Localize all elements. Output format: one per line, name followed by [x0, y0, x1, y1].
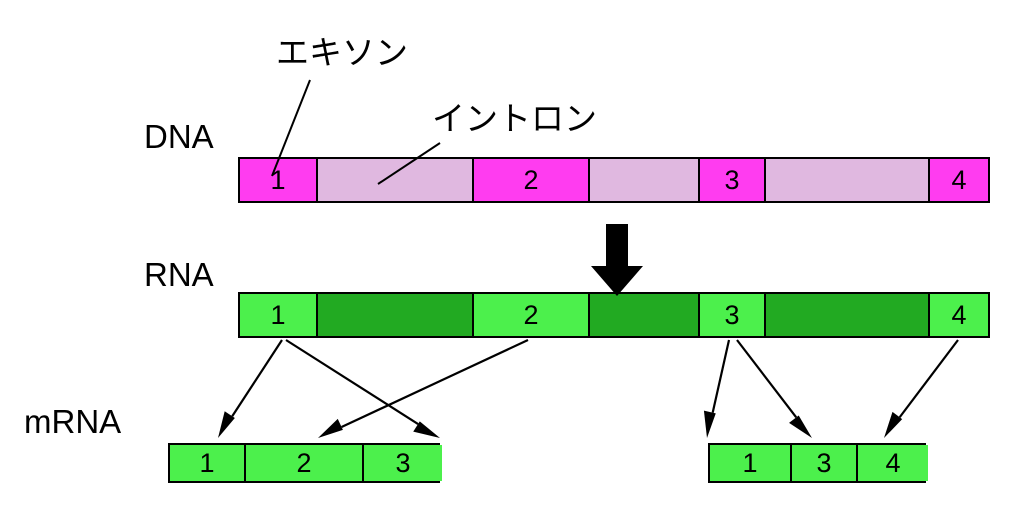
rna-segment-label: 1 [270, 299, 286, 330]
splice-rna4-to-right4 [884, 339, 959, 438]
dna-segment-intron-3 [590, 159, 700, 201]
splice-rna1-to-left1 [218, 339, 283, 438]
rna-segment-intron-5 [766, 294, 930, 336]
rna-segment-label: 2 [523, 299, 539, 330]
dna-segment-4: 4 [930, 159, 988, 201]
mrna-left-segment-1: 1 [170, 445, 246, 481]
dna-segment-intron-5 [766, 159, 930, 201]
mrna-right-segment-label: 3 [816, 447, 832, 478]
intron-annotation-label: イントロン [432, 99, 597, 138]
mrna-right-segment-1: 1 [710, 445, 792, 481]
splice-rna3-to-right1 [736, 339, 812, 438]
mrna-variant-left-bar: 1 2 3 [168, 443, 442, 483]
dna-segment-label: 1 [270, 164, 286, 195]
mrna-left-segment-3: 3 [364, 445, 442, 481]
transcription-down-arrow [591, 224, 643, 296]
dna-row-label: DNA [144, 118, 214, 155]
rna-bar: 1 2 3 4 [238, 292, 990, 338]
mrna-right-segment-label: 4 [885, 447, 901, 478]
rna-segment-label: 4 [951, 299, 967, 330]
rna-segment-4: 4 [930, 294, 988, 336]
rna-segment-intron-1 [318, 294, 474, 336]
rna-segment-intron-3 [590, 294, 700, 336]
splice-rna2-to-left2 [318, 339, 529, 438]
mrna-left-segment-label: 3 [395, 447, 411, 478]
dna-segment-3: 3 [700, 159, 766, 201]
splice-rna3-to-left3 [703, 339, 731, 438]
rna-segment-1: 1 [240, 294, 318, 336]
rna-segment-3: 3 [700, 294, 766, 336]
mrna-variant-right-bar: 1 3 4 [708, 443, 928, 483]
exon-annotation-label: エキソン [276, 33, 408, 72]
splice-rna1-to-left2 [285, 339, 440, 438]
mrna-right-segment-4: 4 [858, 445, 928, 481]
mrna-left-segment-label: 1 [199, 447, 215, 478]
dna-segment-label: 3 [724, 164, 740, 195]
dna-bar: 1 2 3 4 [238, 157, 990, 203]
rna-segment-label: 3 [724, 299, 740, 330]
dna-segment-2: 2 [474, 159, 590, 201]
dna-segment-1: 1 [240, 159, 318, 201]
rna-row-label: RNA [144, 256, 214, 293]
mrna-left-segment-2: 2 [246, 445, 364, 481]
mrna-right-segment-3: 3 [792, 445, 858, 481]
mrna-left-segment-label: 2 [296, 447, 312, 478]
mrna-row-label: mRNA [24, 403, 122, 440]
dna-segment-label: 2 [523, 164, 539, 195]
dna-segment-label: 4 [951, 164, 967, 195]
dna-segment-intron-1 [318, 159, 474, 201]
rna-segment-2: 2 [474, 294, 590, 336]
mrna-right-segment-label: 1 [742, 447, 758, 478]
